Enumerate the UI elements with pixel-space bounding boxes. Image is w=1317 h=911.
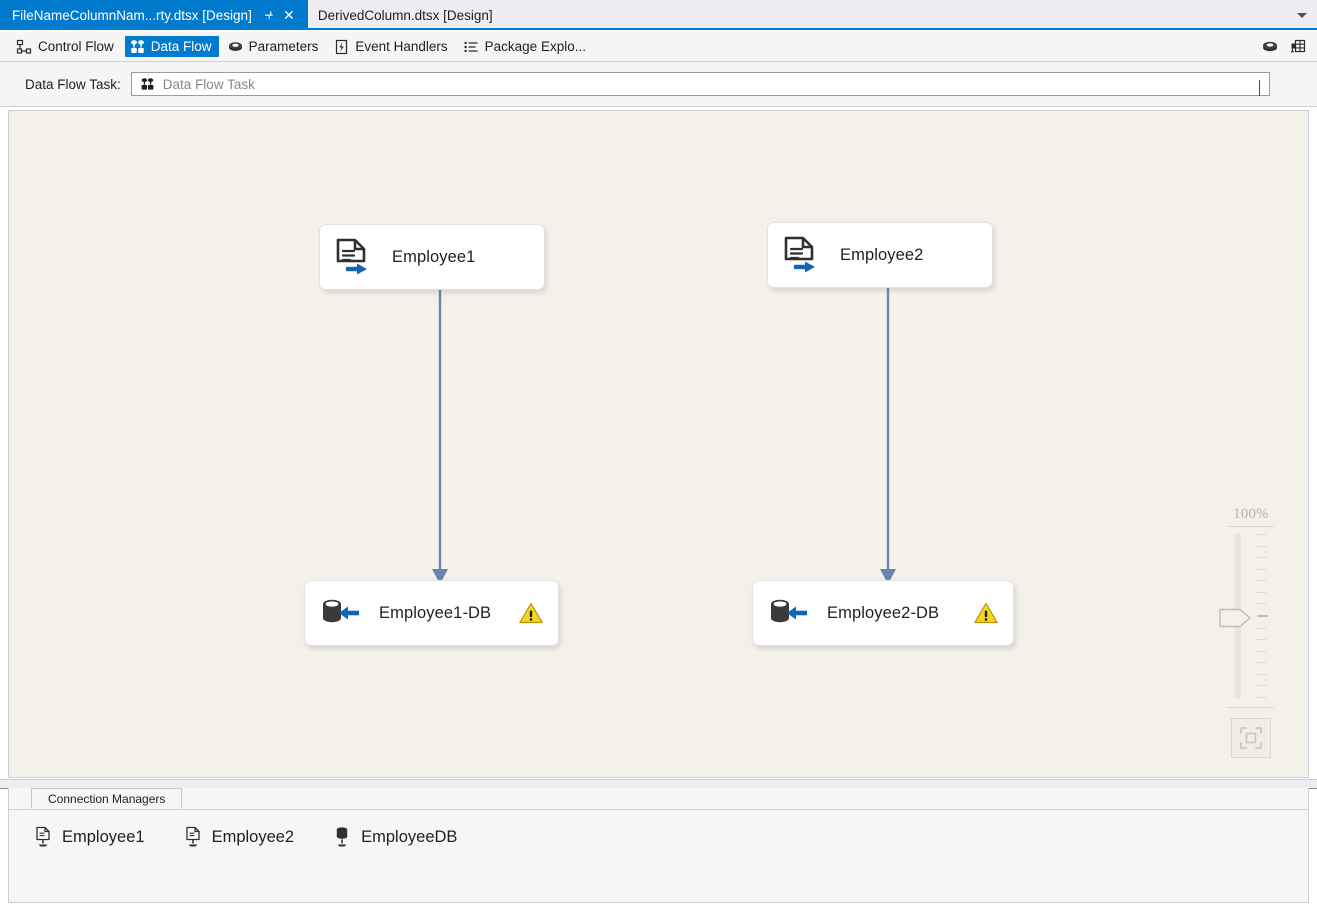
- package-parameters-icon: [1263, 41, 1277, 52]
- connection-managers-panel: Connection Managers Employee1 Employee2: [8, 788, 1309, 903]
- connection-manager-label: EmployeeDB: [361, 827, 458, 846]
- designer-tab-row: Control Flow Data Flow Parameters Event …: [0, 32, 1317, 62]
- document-tab-inactive[interactable]: DerivedColumn.dtsx [Design]: [304, 0, 512, 30]
- tab-label: Data Flow: [150, 39, 212, 54]
- variables-button[interactable]: [1289, 38, 1307, 55]
- fit-to-window-button[interactable]: [1231, 718, 1271, 758]
- tab-strip-accent: [0, 28, 1317, 30]
- parameters-icon: [228, 41, 242, 51]
- connection-managers-tab-row: Connection Managers: [9, 788, 1308, 810]
- warning-triangle-icon[interactable]: [973, 601, 999, 625]
- tab-overflow-button[interactable]: [1287, 0, 1317, 30]
- connection-manager-label: Employee1: [62, 827, 145, 846]
- package-parameters-button[interactable]: [1261, 38, 1279, 55]
- zoom-percent-label: 100%: [1233, 506, 1269, 522]
- node-label: Employee1: [392, 247, 476, 266]
- tab-label: Event Handlers: [355, 39, 448, 54]
- document-tab-title: FileNameColumnNam...rty.dtsx [Design]: [12, 7, 252, 23]
- data-flow-canvas[interactable]: Employee1 Employee2 Employee1-DB: [8, 110, 1309, 778]
- data-flow-task-combobox[interactable]: Data Flow Task: [130, 72, 1270, 96]
- node-label: Employee1-DB: [379, 603, 492, 622]
- package-explorer-icon: [464, 41, 478, 52]
- zoom-slider-ticks: [1257, 534, 1268, 698]
- data-flow-path-1[interactable]: [424, 286, 456, 586]
- close-icon[interactable]: ✕: [282, 7, 295, 23]
- document-tab-title: DerivedColumn.dtsx [Design]: [317, 7, 493, 23]
- pin-icon[interactable]: [262, 8, 276, 22]
- canvas-surface[interactable]: Employee1 Employee2 Employee1-DB: [9, 111, 1308, 777]
- connection-managers-list: Employee1 Employee2 EmployeeDB: [9, 810, 1308, 848]
- tab-data-flow[interactable]: Data Flow: [124, 36, 219, 57]
- zoom-control[interactable]: 100%: [1208, 506, 1294, 758]
- data-flow-task-icon: [141, 78, 154, 90]
- data-flow-node-destination-employee2-db[interactable]: Employee2-DB: [752, 580, 1014, 646]
- warning-triangle-icon[interactable]: [518, 601, 544, 625]
- flat-file-source-icon: [784, 236, 815, 273]
- document-tab-active[interactable]: FileNameColumnNam...rty.dtsx [Design] ✕: [0, 0, 305, 30]
- tab-connection-managers[interactable]: Connection Managers: [31, 788, 183, 809]
- file-connection-icon: [36, 826, 50, 847]
- connection-manager-employeedb[interactable]: EmployeeDB: [332, 826, 457, 848]
- connection-manager-label: Employee2: [211, 827, 295, 846]
- chevron-down-icon: [1297, 12, 1307, 18]
- node-label: Employee2: [840, 245, 924, 264]
- connection-managers-tab-label: Connection Managers: [48, 791, 166, 806]
- data-flow-node-source-employee1[interactable]: Employee1: [319, 224, 545, 290]
- tab-label: Package Explo...: [484, 39, 586, 54]
- data-flow-node-source-employee2[interactable]: Employee2: [767, 222, 993, 288]
- oledb-destination-icon: [323, 599, 359, 623]
- variables-grid-icon: [1291, 39, 1306, 53]
- event-handlers-icon: [336, 39, 348, 54]
- database-connection-icon: [336, 827, 348, 847]
- node-label: Employee2-DB: [827, 603, 940, 622]
- zoom-slider[interactable]: [1219, 533, 1277, 699]
- connection-manager-employee2[interactable]: Employee2: [183, 826, 295, 848]
- data-flow-task-bar: Data Flow Task: Data Flow Task: [0, 62, 1317, 107]
- tab-event-handlers[interactable]: Event Handlers: [329, 36, 454, 57]
- tab-package-explorer[interactable]: Package Explo...: [459, 36, 593, 57]
- tab-parameters[interactable]: Parameters: [223, 36, 326, 57]
- zoom-fit-divider: [1228, 707, 1274, 708]
- file-connection-icon: [185, 826, 200, 847]
- control-flow-icon: [16, 39, 32, 54]
- connection-manager-employee1[interactable]: Employee1: [33, 826, 145, 848]
- data-flow-path-2[interactable]: [872, 284, 904, 586]
- combobox-dropdown-button[interactable]: [1258, 80, 1260, 96]
- fit-to-window-icon: [1240, 727, 1262, 749]
- chevron-down-icon: [1258, 80, 1260, 96]
- flat-file-source-icon: [336, 238, 367, 275]
- tab-label: Parameters: [248, 39, 319, 54]
- tab-control-flow[interactable]: Control Flow: [12, 36, 121, 57]
- designer-toolbar: [1261, 38, 1317, 55]
- data-flow-task-label: Data Flow Task:: [25, 76, 121, 92]
- data-flow-node-destination-employee1-db[interactable]: Employee1-DB: [304, 580, 559, 646]
- tab-label: Control Flow: [38, 39, 114, 54]
- data-flow-icon: [130, 39, 144, 53]
- document-tab-strip: FileNameColumnNam...rty.dtsx [Design] ✕ …: [0, 0, 1317, 30]
- data-flow-task-value: Data Flow Task: [162, 76, 255, 92]
- zoom-divider: [1228, 526, 1274, 527]
- oledb-destination-icon: [771, 599, 807, 623]
